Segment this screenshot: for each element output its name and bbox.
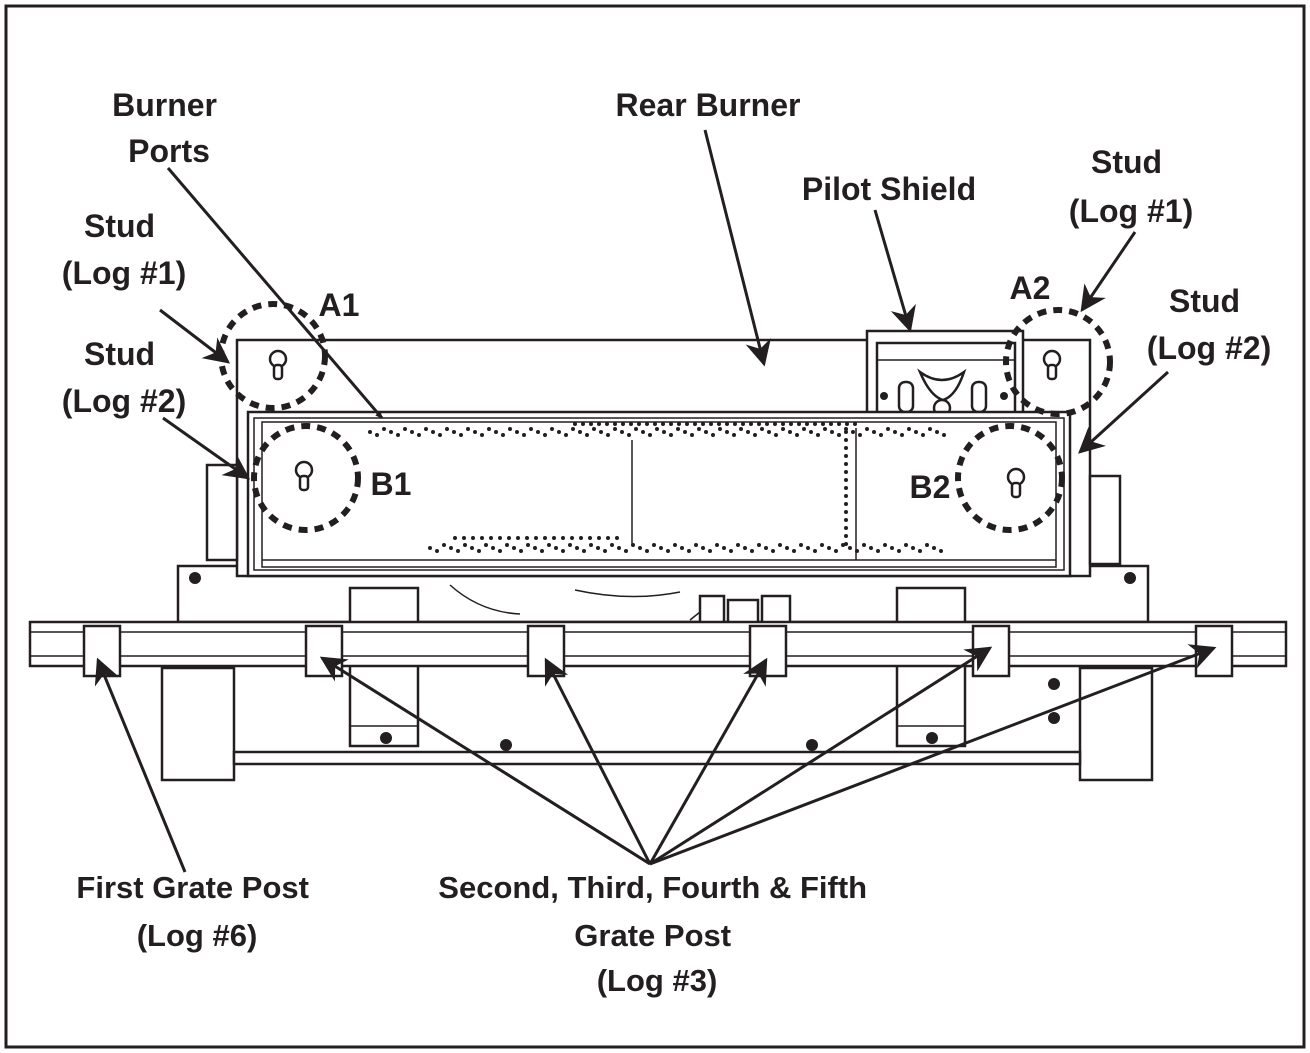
label-pilot-shield: Pilot Shield — [802, 171, 976, 207]
grate-post-4 — [748, 624, 788, 678]
leader-lines — [94, 129, 1217, 873]
label-a2: A2 — [1010, 270, 1051, 306]
location-circle-a2 — [1003, 307, 1113, 417]
label-rear-burner: Rear Burner — [616, 87, 801, 123]
burner-ports — [368, 422, 946, 553]
stud-a1 — [268, 349, 288, 381]
stud-b2 — [1006, 467, 1026, 499]
label-a1: A1 — [319, 287, 360, 323]
label-first-grate-post: First Grate Post (Log #6) — [76, 870, 317, 953]
label-stud-log2-left: Stud (Log #2) — [62, 336, 186, 419]
label-stud-log1-left: Stud (Log #1) — [62, 208, 186, 291]
label-burner-ports: Burner Ports — [112, 87, 226, 169]
label-stud-log1-right: Stud (Log #1) — [1069, 144, 1193, 229]
label-b2: B2 — [910, 469, 951, 505]
location-circle-b1 — [251, 423, 361, 533]
diagram-border — [4, 4, 1306, 1049]
rear-burner-assembly — [205, 329, 1122, 578]
grate-post-5 — [971, 624, 1011, 678]
grate-post-6 — [1194, 624, 1234, 678]
stud-a2 — [1042, 349, 1062, 381]
label-b1: B1 — [371, 466, 412, 502]
label-second-fifth-grate-post: Second, Third, Fourth & Fifth Grate Post… — [438, 870, 875, 998]
pilot-assembly — [865, 329, 1025, 425]
label-stud-log2-right: Stud (Log #2) — [1147, 283, 1271, 366]
stud-b1 — [294, 460, 314, 492]
grate-post-3 — [526, 624, 566, 678]
location-circle-b2 — [955, 423, 1065, 533]
